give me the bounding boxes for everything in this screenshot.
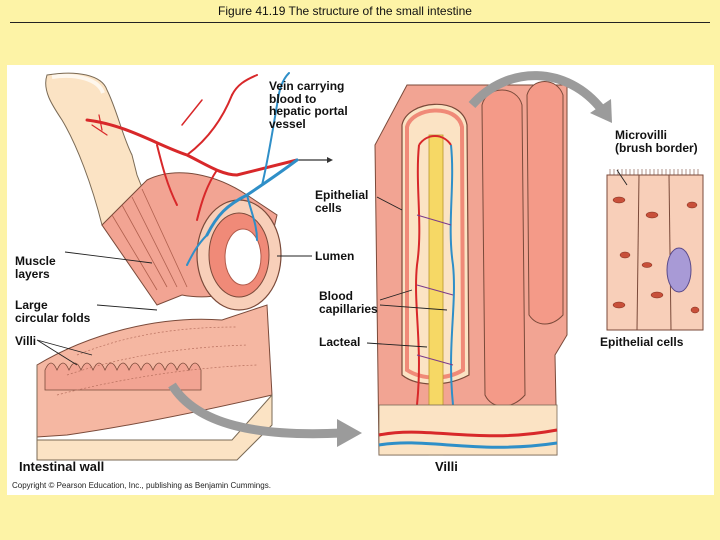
villi-panel-label: Villi <box>435 459 458 474</box>
enlargement-arrows <box>168 71 612 447</box>
leader-lines <box>36 169 628 366</box>
slide-title: Figure 41.19 The structure of the small … <box>218 4 472 18</box>
title-rule <box>10 22 710 23</box>
lacteal-label: Lacteal <box>319 335 361 349</box>
epithelial-cells-panel-label: Epithelial cells <box>600 335 684 349</box>
intestine-tube <box>36 72 333 461</box>
lumen-label: Lumen <box>315 249 355 263</box>
microvilli-label: Microvilli (brush border) <box>615 128 698 155</box>
blood-capillaries-label: Blood capillaries <box>319 289 378 316</box>
villi-small-label: Villi <box>15 334 37 348</box>
epithelial-cells-label: Epithelial cells <box>315 188 369 215</box>
intestinal-wall-label: Intestinal wall <box>19 459 105 474</box>
vein-label: Vein carrying blood to hepatic portal ve… <box>269 79 348 131</box>
epithelial-cells-enlargement <box>606 169 704 331</box>
muscle-layers-label: Muscle layers <box>15 254 56 281</box>
copyright-notice: Copyright © Pearson Education, Inc., pub… <box>12 481 271 490</box>
intestine-illustration <box>36 71 704 461</box>
large-circular-folds-label: Large circular folds <box>15 298 91 325</box>
figure-panel: Vein carrying blood to hepatic portal ve… <box>7 65 714 495</box>
villus-enlargement <box>374 81 568 456</box>
